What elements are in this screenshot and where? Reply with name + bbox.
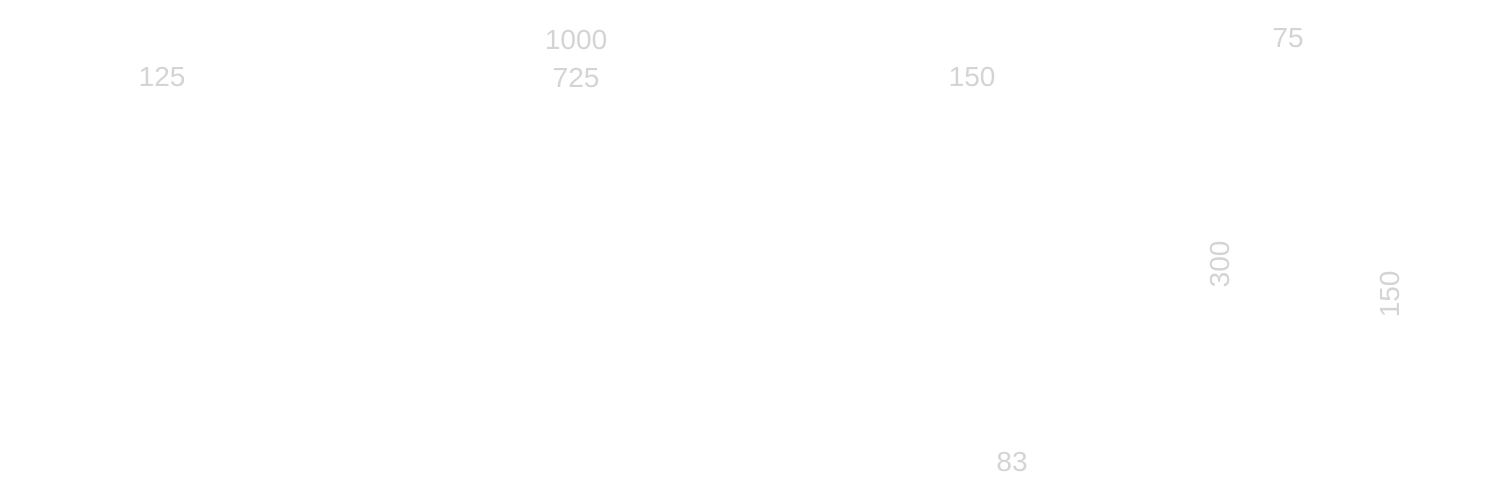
dimension-label: 725 (552, 62, 600, 93)
dimension-label: 150 (948, 61, 996, 92)
dimension-label-vertical: 300 (1204, 240, 1235, 288)
dimension-label: 125 (138, 61, 186, 92)
dimension-label: 83 (996, 446, 1028, 477)
dimension-label-vertical: 150 (1374, 270, 1405, 318)
dimension-label: 75 (1272, 22, 1304, 53)
dimension-label: 1000 (544, 24, 608, 55)
